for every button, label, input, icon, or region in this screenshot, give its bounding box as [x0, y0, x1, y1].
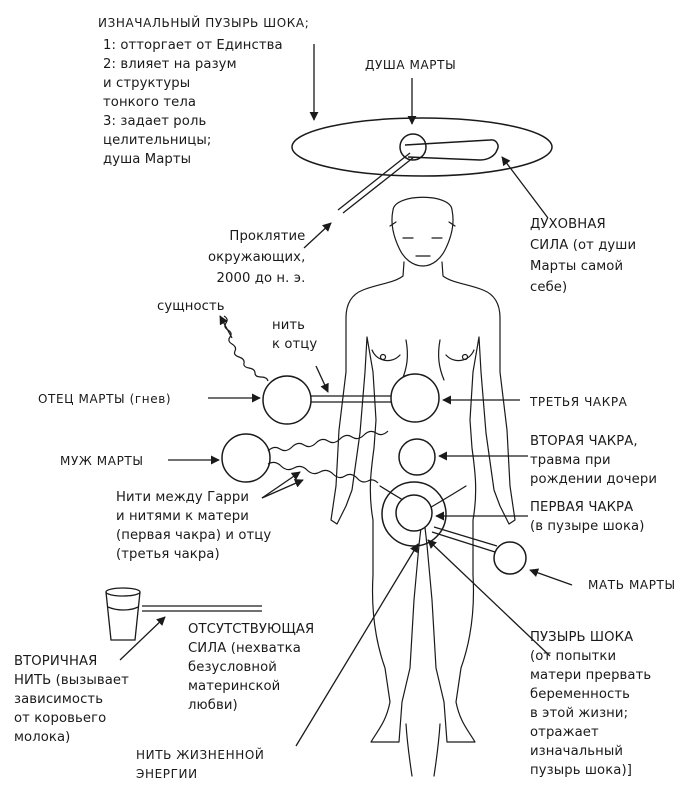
- entity-label: сущность: [157, 299, 225, 314]
- husband-label: МУЖ МАРТЫ: [60, 454, 144, 468]
- secondary-thread-label: ВТОРИЧНАЯ НИТЬ (вызывает зависимость от …: [14, 654, 129, 745]
- third-chakra-circle: [390, 373, 440, 423]
- father-circle: [262, 375, 312, 425]
- double-threads: [142, 395, 498, 612]
- chakra-circles: [221, 373, 527, 575]
- mother-circle: [493, 541, 527, 575]
- second-chakra-label: ВТОРАЯ ЧАКРА, травма при рождении дочери: [530, 434, 658, 487]
- father-label: ОТЕЦ МАРТЫ (гнев): [38, 392, 172, 406]
- husband-circle: [221, 433, 271, 483]
- first-chakra-circle: [395, 494, 433, 532]
- missing-power-label: ОТСУТСТВУЮЩАЯ СИЛА (нехватка безусловной…: [188, 622, 315, 713]
- second-chakra-circle: [398, 438, 436, 476]
- shock-bubble-label: ПУЗЫРЬ ШОКА (от попытки матери прервать …: [530, 630, 652, 778]
- spiritual-power-label: ДУХОВНАЯ СИЛА (от души Марты самой себе): [530, 217, 637, 295]
- soul-aura: [291, 117, 553, 177]
- soul-label: ДУША МАРТЫ: [365, 58, 457, 72]
- annotation-arrows: [119, 44, 573, 747]
- human-figure: [330, 196, 516, 777]
- harry-threads-label: Нити между Гарри и нитями к матери (перв…: [116, 490, 272, 562]
- curse-label: Проклятие окружающих, 2000 до н. э.: [208, 229, 306, 286]
- first-chakra-label: ПЕРВАЯ ЧАКРА (в пузыре шока): [530, 500, 645, 534]
- curse-thread: [337, 152, 415, 214]
- shock-bubble-origin-label: ИЗНАЧАЛЬНЫЙ ПУЗЫРЬ ШОКА;: [98, 16, 310, 30]
- third-chakra-label: ТРЕТЬЯ ЧАКРА: [530, 395, 628, 409]
- life-energy-thread-label: НИТЬ ЖИЗНЕННОЙ ЭНЕРГИИ: [136, 748, 265, 781]
- thread-to-father-label: нить к отцу: [272, 318, 318, 352]
- shock-bubble-origin-items: 1: отторгает от Единства 2: влияет на ра…: [103, 38, 283, 167]
- mother-label: МАТЬ МАРТЫ: [588, 578, 676, 592]
- milk-glass-icon: [105, 587, 141, 641]
